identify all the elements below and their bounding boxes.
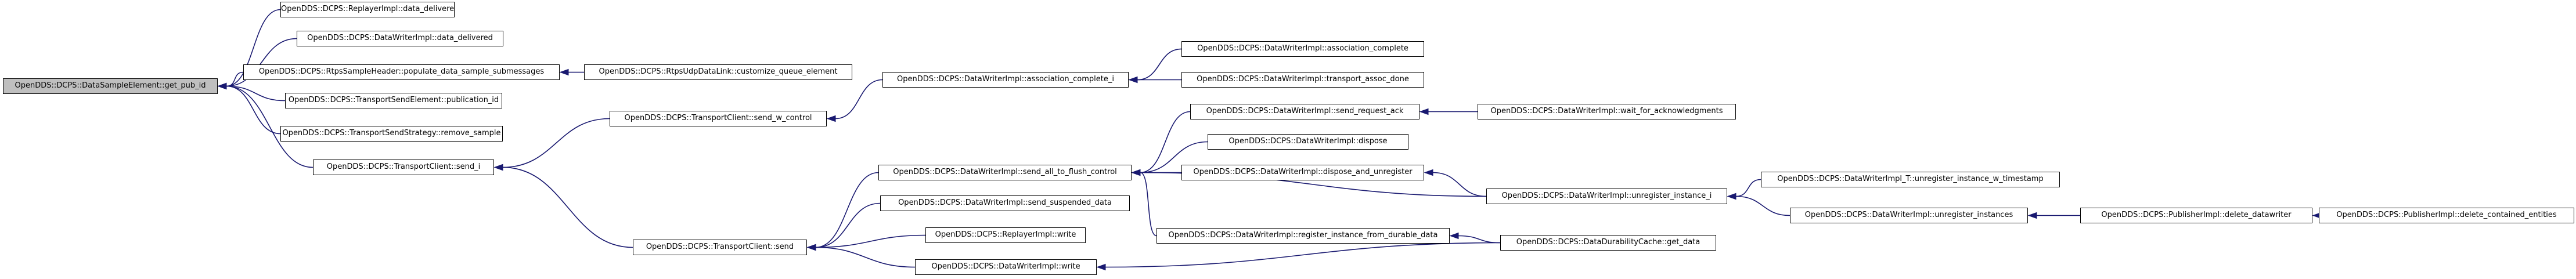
call-edge-arrowhead <box>559 68 569 76</box>
call-edge-arrowhead <box>1128 76 1138 84</box>
node-publisher-delete-datawriter[interactable]: OpenDDS::DCPS::PublisherImpl::delete_dat… <box>2080 208 2312 223</box>
node-writer-association-complete-i[interactable]: OpenDDS::DCPS::DataWriterImpl::associati… <box>882 72 1129 88</box>
node-transport-client-send-w-control[interactable]: OpenDDS::DCPS::TransportClient::send_w_c… <box>610 111 827 126</box>
call-edge <box>502 166 633 248</box>
node-rtps-populate-submessages[interactable]: OpenDDS::DCPS::RtpsSampleHeader::populat… <box>243 64 560 80</box>
node-writer-register-instance-from-durable-data[interactable]: OpenDDS::DCPS::DataWriterImpl::register_… <box>1157 228 1450 244</box>
node-writer-dispose[interactable]: OpenDDS::DCPS::DataWriterImpl::dispose <box>1208 134 1408 150</box>
node-writer-dispose-and-unregister[interactable]: OpenDDS::DCPS::DataWriterImpl::dispose_a… <box>1181 165 1424 180</box>
call-edge <box>1458 235 1501 244</box>
node-root-get-pub-id: OpenDDS::DCPS::DataSampleElement::get_pu… <box>3 78 218 94</box>
call-edge <box>815 234 926 248</box>
call-edge <box>226 9 281 87</box>
node-replayer-data-delivered[interactable]: OpenDDS::DCPS::ReplayerImpl::data_delive… <box>280 2 455 17</box>
call-edge-arrowhead <box>1727 193 1736 200</box>
call-edge <box>226 85 281 135</box>
call-edge <box>815 247 916 268</box>
node-transport-send-strategy-remove-sample[interactable]: OpenDDS::DCPS::TransportSendStrategy::re… <box>280 126 503 142</box>
node-rtps-customize-queue-element[interactable]: OpenDDS::DCPS::RtpsUdpDataLink::customiz… <box>584 64 852 80</box>
call-edge <box>1137 48 1182 81</box>
node-writer-unregister-instances[interactable]: OpenDDS::DCPS::DataWriterImpl::unregiste… <box>1790 208 2028 223</box>
node-writer-wait-for-acknowledgments[interactable]: OpenDDS::DCPS::DataWriterImpl::wait_for_… <box>1478 104 1736 119</box>
call-edge-arrowhead <box>217 82 227 90</box>
node-writer-data-delivered[interactable]: OpenDDS::DCPS::DataWriterImpl::data_deli… <box>297 31 503 46</box>
call-edge <box>1735 195 1790 216</box>
call-edge <box>835 79 883 119</box>
call-edge-arrowhead <box>493 164 503 171</box>
node-writer-send-request-ack[interactable]: OpenDDS::DCPS::DataWriterImpl::send_requ… <box>1190 104 1419 119</box>
call-edge-arrowhead <box>806 244 816 251</box>
call-edge <box>815 172 879 248</box>
call-edge-arrowhead <box>826 115 836 122</box>
call-edge <box>226 85 286 102</box>
node-writer-t-unregister-instance-w-timestamp[interactable]: OpenDDS::DCPS::DataWriterImpl_T::unregis… <box>1761 172 2060 187</box>
call-edge <box>226 71 244 87</box>
call-edge <box>1140 141 1208 173</box>
call-edge <box>1140 172 1157 237</box>
call-edge <box>1140 111 1191 173</box>
call-edge <box>815 202 881 248</box>
call-edge <box>1735 179 1761 197</box>
node-writer-transport-assoc-done[interactable]: OpenDDS::DCPS::DataWriterImpl::transport… <box>1181 72 1424 88</box>
node-writer-send-suspended-data[interactable]: OpenDDS::DCPS::DataWriterImpl::send_susp… <box>880 195 1130 211</box>
call-edge <box>226 38 297 87</box>
node-transport-client-send[interactable]: OpenDDS::DCPS::TransportClient::send <box>633 240 807 255</box>
call-edge-arrowhead <box>1424 169 1433 176</box>
node-writer-write[interactable]: OpenDDS::DCPS::DataWriterImpl::write <box>915 259 1097 275</box>
call-edge <box>226 85 314 168</box>
node-replayer-write[interactable]: OpenDDS::DCPS::ReplayerImpl::write <box>925 227 1086 243</box>
node-writer-send-all-to-flush-control[interactable]: OpenDDS::DCPS::DataWriterImpl::send_all_… <box>878 165 1132 180</box>
call-edge-arrowhead <box>1449 232 1459 240</box>
node-writer-association-complete[interactable]: OpenDDS::DCPS::DataWriterImpl::associati… <box>1181 41 1424 57</box>
call-edge-arrowhead <box>1131 169 1141 176</box>
call-edge-arrowhead <box>2027 212 2037 219</box>
node-writer-unregister-instance-i[interactable]: OpenDDS::DCPS::DataWriterImpl::unregiste… <box>1486 189 1727 204</box>
call-edge <box>1105 242 1501 268</box>
node-transport-send-element-publication-id[interactable]: OpenDDS::DCPS::TransportSendElement::pub… <box>285 93 502 108</box>
call-edge-arrowhead <box>1419 108 1429 115</box>
call-edge-arrowhead <box>1096 263 1106 271</box>
call-edge <box>1432 172 1487 197</box>
node-publisher-delete-contained-entities[interactable]: OpenDDS::DCPS::PublisherImpl::delete_con… <box>2319 208 2574 223</box>
node-transport-client-send-i[interactable]: OpenDDS::DCPS::TransportClient::send_i <box>313 160 494 175</box>
node-durability-cache-get-data[interactable]: OpenDDS::DCPS::DataDurabilityCache::get_… <box>1500 235 1716 251</box>
call-edge <box>502 118 610 168</box>
